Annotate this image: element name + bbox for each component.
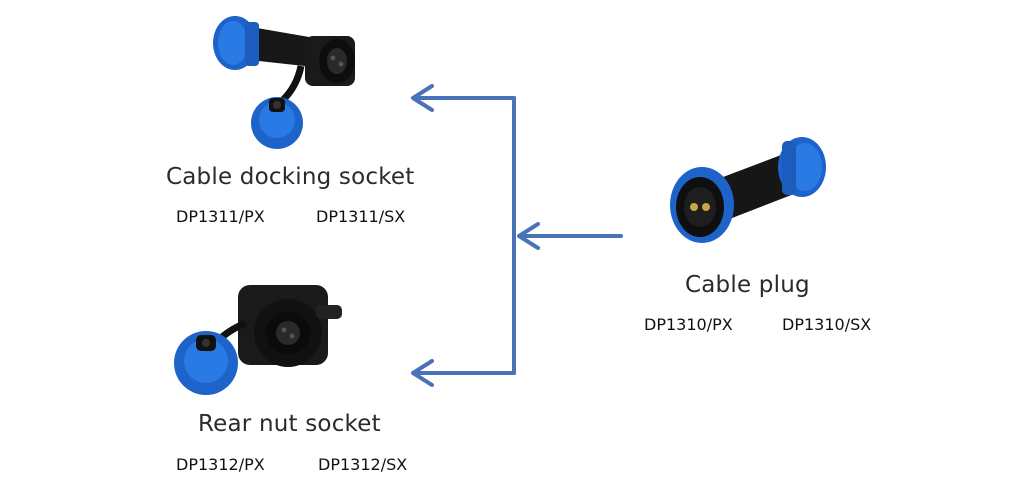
rear-nut-socket-image — [174, 285, 342, 395]
arrowhead-trunk — [517, 222, 540, 250]
cable-plug-model-px: DP1310/PX — [644, 315, 733, 334]
cable-plug-title: Cable plug — [685, 272, 810, 298]
arrowhead-rear-nut-socket — [411, 359, 434, 387]
rear-nut-socket-model-px: DP1312/PX — [176, 455, 265, 474]
rear-nut-socket-title: Rear nut socket — [198, 411, 381, 437]
rear-nut-socket-model-sx: DP1312/SX — [318, 455, 408, 474]
arrowhead-docking-socket — [411, 84, 434, 112]
docking-socket-model-px: DP1311/PX — [176, 207, 265, 226]
cable-docking-socket-image — [213, 16, 355, 149]
cable-plug-image — [670, 137, 826, 243]
cable-plug-model-sx: DP1310/SX — [782, 315, 872, 334]
docking-socket-title: Cable docking socket — [166, 164, 415, 190]
docking-socket-model-sx: DP1311/SX — [316, 207, 406, 226]
